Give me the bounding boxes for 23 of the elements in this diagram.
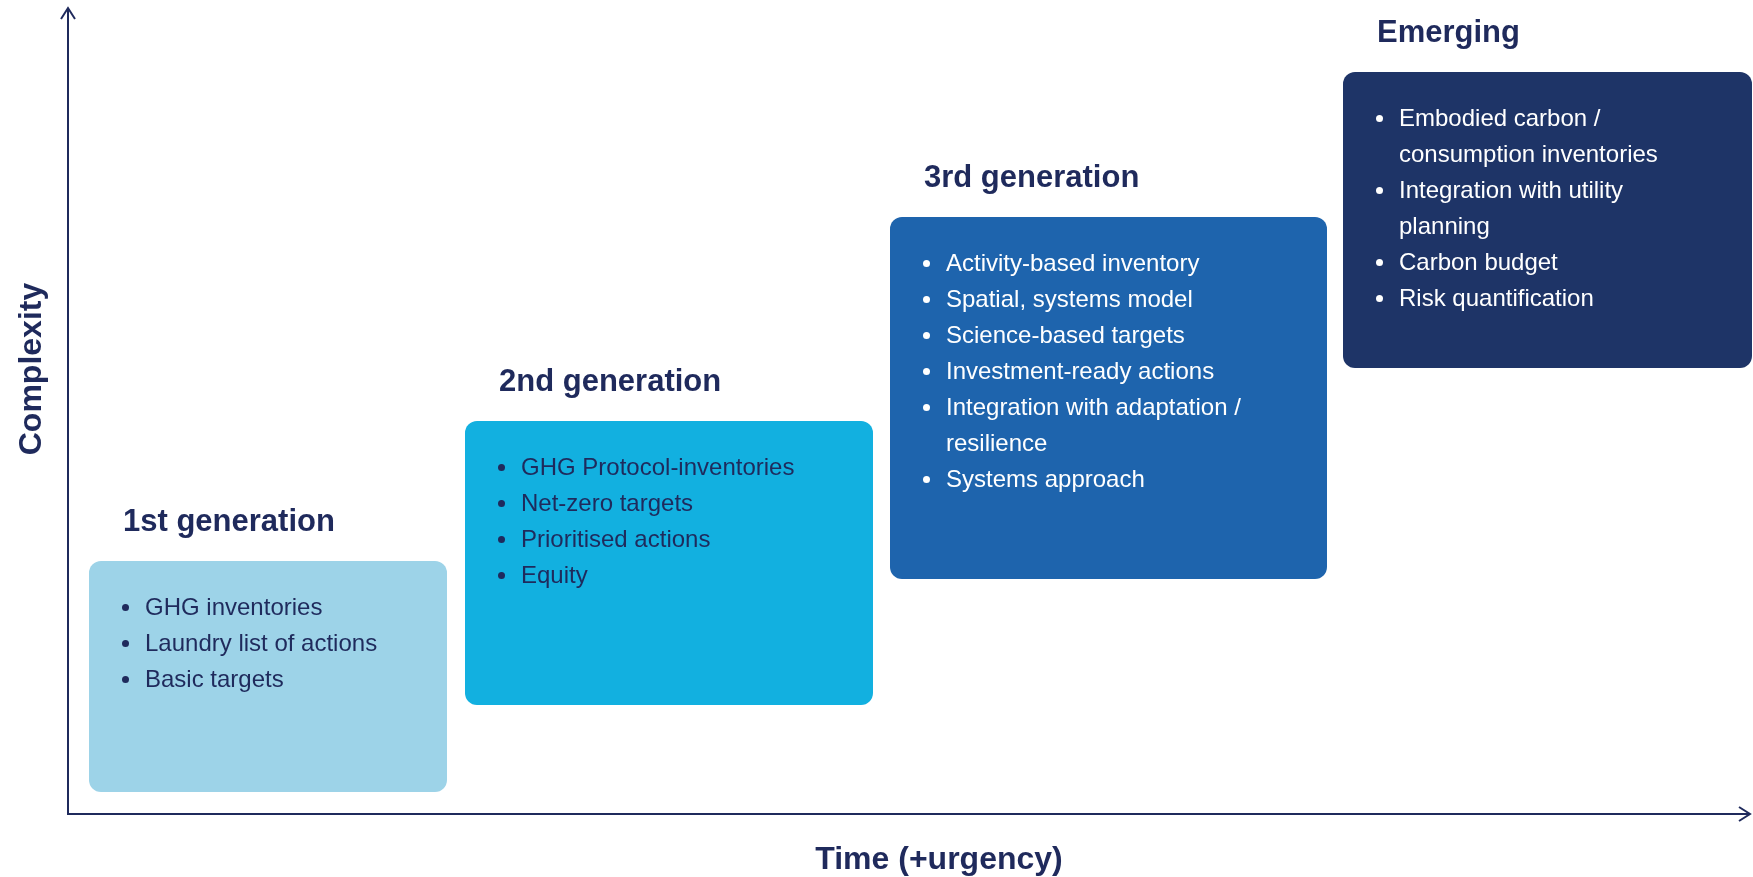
bullet-text: Integration with utility planning — [1399, 175, 1625, 241]
stage-heading: Emerging — [1377, 14, 1520, 50]
bullet-text: Integration with adaptation / resilience — [946, 392, 1242, 458]
stage-heading: 1st generation — [123, 503, 335, 539]
bullet-text: Embodied carbon / consumption inventories — [1399, 103, 1659, 169]
stage-heading: 3rd generation — [924, 159, 1140, 195]
bullet-text: Systems approach — [946, 464, 1146, 494]
bullet-text: Prioritised actions — [521, 524, 712, 554]
bullet-text: Equity — [521, 560, 589, 590]
bullet-text: Risk quantification — [1399, 283, 1595, 313]
bullet-text: Carbon budget — [1399, 247, 1559, 277]
axis-label: Time (+urgency) — [815, 839, 1063, 877]
bullet-text: Net-zero targets — [521, 488, 695, 518]
bullet-text: Activity-based inventory — [946, 248, 1201, 278]
bullet-text: Spatial, systems model — [946, 284, 1194, 314]
bullet-text: GHG inventories — [145, 592, 324, 622]
axis-label: Complexity — [11, 282, 49, 456]
bullet-text: Laundry list of actions — [145, 628, 379, 658]
bullet-text: Basic targets — [145, 664, 285, 694]
bullet-text: Investment-ready actions — [946, 356, 1216, 386]
bullet-text: Science-based targets — [946, 320, 1186, 350]
stage-heading: 2nd generation — [499, 363, 722, 399]
bullet-text: GHG Protocol-inventories — [521, 452, 796, 482]
